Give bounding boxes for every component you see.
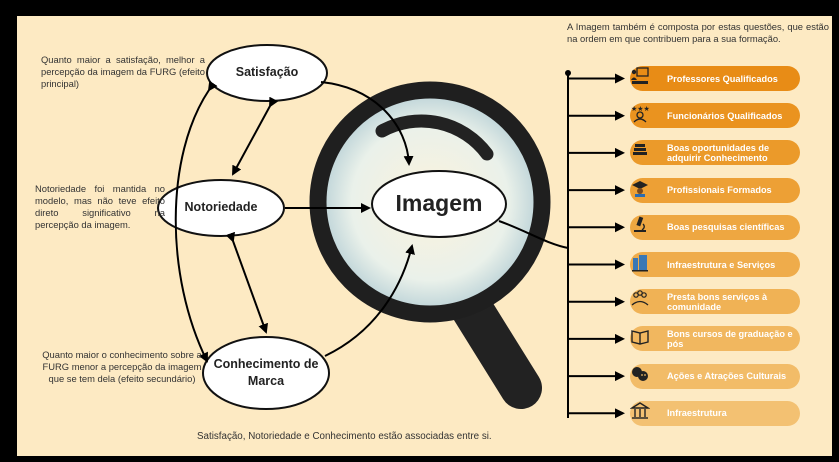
factor-pill: Professores Qualificados [630,66,800,91]
factor-label: Profissionais Formados [667,185,772,196]
factor-label: Bons cursos de graduação e pós [667,328,793,349]
factor-label: Ações e Atrações Culturais [667,371,787,382]
institution-icon [630,401,663,424]
footer-text: Satisfação, Notoriedade e Conhecimento e… [197,431,492,442]
factor-label: Boas oportunidades de adquirir Conhecime… [667,142,770,163]
factor-label: Infraestrutura e Serviços [667,259,776,270]
factor-pill: Bons cursos de graduação e pós [630,326,800,352]
teacher-icon [631,67,663,90]
factor-label: Boas pesquisas científicas [667,222,785,233]
node-oval-notoriedade [157,179,285,237]
factor-pill: Boas oportunidades de adquirir Conhecime… [630,140,800,166]
factor-label: Funcionários Qualificados [667,110,783,121]
arrow-satisfacao-imagem [320,81,414,166]
svg-text:★★★: ★★★ [631,105,650,113]
factor-pill: Profissionais Formados [630,177,800,203]
microscope-icon [634,216,663,238]
diagram-canvas: A Imagem também é composta por estas que… [17,16,832,456]
magnifier-glare [375,114,494,161]
community-icon [631,290,663,313]
factor-label: Infraestrutura [667,408,727,419]
arrow-conhecimento-imagem [324,244,415,357]
graduate-icon [632,179,663,201]
building-icon [632,254,663,276]
arrow-assoc-sat-not [232,96,279,176]
factor-label: Presta bons serviços à comunidade [667,291,768,312]
connector-lens-factors [498,220,569,249]
header-text: A Imagem também é composta por estas que… [567,21,829,44]
note-satisfacao: Quanto maior a satisfação, melhor a perc… [41,54,205,89]
note-notoriedade: Notoriedade foi mantida no modelo, mas n… [35,183,165,230]
factor-pill: Presta bons serviços à comunidade [630,289,800,315]
factor-bracket-dot [565,70,571,76]
node-oval-conhecimento [202,336,330,410]
node-notoriedade: Notoriedade [184,200,258,214]
node-satisfacao: Satisfação [235,65,299,79]
factor-pill: Boas pesquisas científicas [630,214,800,240]
factor-pill: Infraestrutura [630,400,800,426]
factor-pill: ★★★ Funcionários Qualificados [630,103,800,129]
node-imagem: Imagem [395,190,483,216]
factor-pill: Infraestrutura e Serviços [630,252,800,277]
theater-masks-icon [632,365,663,387]
open-book-icon [631,328,663,350]
diagram-graphics [157,44,625,419]
arrow-assoc-sat-con [174,80,218,363]
factor-label: Professores Qualificados [667,73,778,84]
staff-icon: ★★★ [631,105,663,127]
note-conhecimento: Quanto maior o conhecimento sobre a FURG… [42,349,202,384]
factor-arrows [568,73,625,419]
node-oval-imagem [371,170,507,238]
book-stack-icon [633,142,663,164]
factor-pill: Ações e Atrações Culturais [630,363,800,389]
arrow-assoc-not-con [225,231,268,334]
node-conhecimento: Conhecimento de Marca [213,357,319,388]
